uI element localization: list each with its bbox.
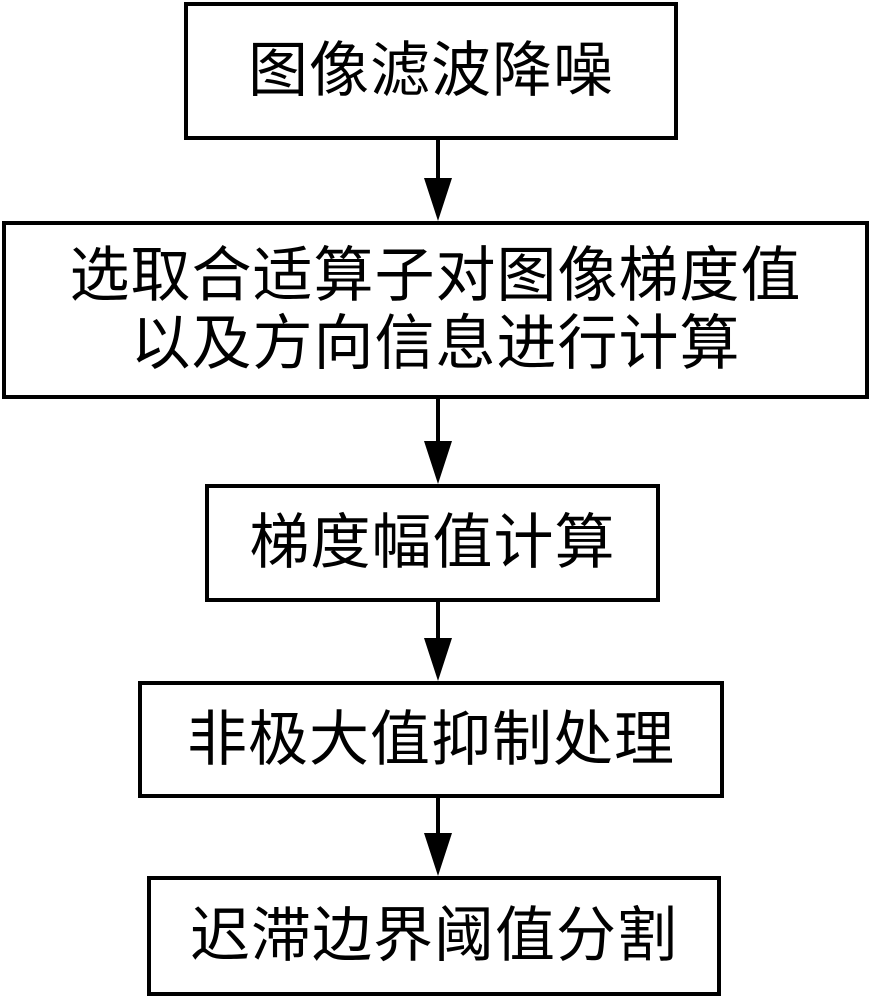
arrow-2-to-3 (424, 399, 452, 484)
step-label: 图像滤波降噪 (248, 36, 614, 106)
step-label: 迟滞边界阈值分割 (190, 901, 678, 971)
step-image-filter-denoise: 图像滤波降噪 (184, 2, 678, 140)
arrow-4-to-5 (424, 798, 452, 876)
step-gradient-operator: 选取合适算子对图像梯度值 以及方向信息进行计算 (2, 221, 869, 399)
step-label: 非极大值抑制处理 (187, 704, 675, 775)
step-label-line-1: 选取合适算子对图像梯度值 (69, 241, 802, 311)
step-label-line-2: 以及方向信息进行计算 (130, 309, 741, 379)
arrow-3-to-4 (424, 602, 452, 681)
step-non-max-suppression: 非极大值抑制处理 (138, 681, 724, 798)
step-hysteresis-threshold: 迟滞边界阈值分割 (147, 876, 721, 996)
arrow-1-to-2 (424, 140, 452, 221)
step-gradient-magnitude: 梯度幅值计算 (205, 484, 660, 602)
step-label: 梯度幅值计算 (249, 508, 616, 578)
